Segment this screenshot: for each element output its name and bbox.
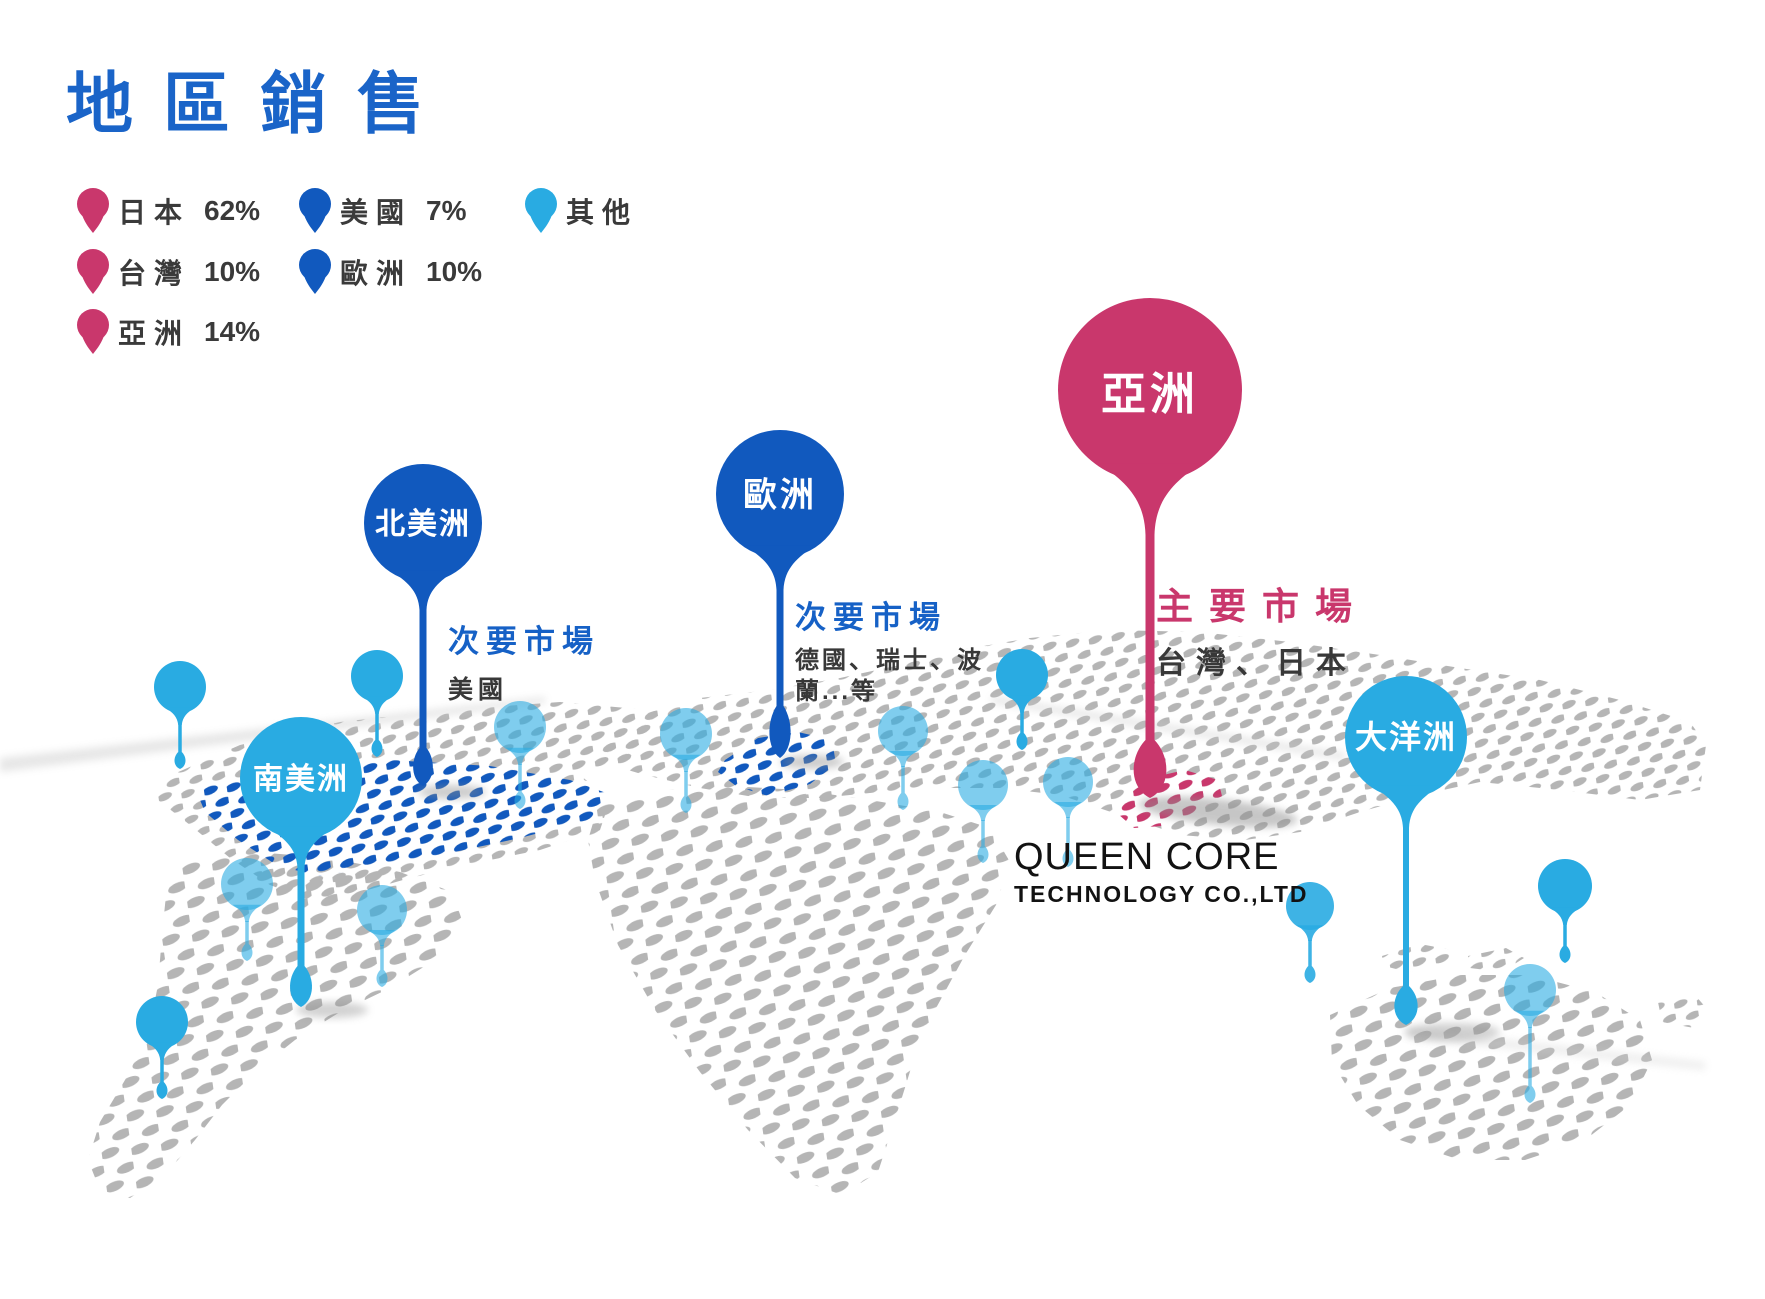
market-detail: 台灣、日本 [1156,647,1356,680]
balloon-marker [1345,676,1467,1025]
legend-item-europe: 歐洲 10% [298,247,482,297]
balloon-label-asia: 亞洲 [1100,368,1200,420]
market-title: 次要市場 [448,624,600,659]
legend-item-asia: 亞洲 14% [76,307,260,357]
company-name: QUEEN CORE TECHNOLOGY CO.,LTD [1014,836,1309,908]
balloon-marker [716,430,844,758]
balloon-label-oceania: 大洋洲 [1354,719,1458,755]
legend-label: 亞洲 [118,318,191,349]
balloon-marker [1504,964,1556,1103]
balloon-marker [351,650,403,757]
legend-label: 日本 [118,197,191,228]
legend-item-usa: 美國 7% [298,186,466,236]
balloon-marker [221,858,273,961]
balloon-marker [958,760,1008,863]
pin-icon [299,188,331,233]
balloon-marker [357,885,407,987]
legend-value: 7% [426,195,467,226]
pin-icon [525,188,557,233]
pin-icon [77,309,109,354]
balloon-marker [1286,882,1334,983]
market-detail: 德國、瑞士、波 蘭...等 [795,645,984,707]
balloon-marker [878,706,928,810]
legend-label: 歐洲 [340,258,413,289]
legend-value: 62% [204,195,261,226]
page-title: 地區銷售 [66,67,454,142]
market-detail-line2: 蘭...等 [795,678,879,705]
company-name-line2: TECHNOLOGY CO.,LTD [1014,881,1309,907]
legend-label: 美國 [340,197,413,228]
legend-value: 10% [204,256,261,287]
pin-icon [299,249,331,294]
balloon-marker [1058,298,1242,798]
balloon-marker [660,708,712,813]
legend-label: 其他 [566,197,639,228]
balloon-label-north-america: 北美洲 [375,508,471,541]
legend-value: 10% [426,256,483,287]
annotation-north-america: 次要市場 美國 [448,616,600,706]
balloon-marker [1538,859,1592,963]
market-title: 次要市場 [795,600,947,635]
market-detail: 美國 [448,676,509,704]
legend-item-japan: 日本 62% [76,186,260,236]
balloon-marker [136,996,188,1099]
legend-label: 台灣 [118,258,191,289]
pin-icon [77,249,109,294]
company-name-line1: QUEEN CORE [1014,836,1280,878]
pin-icon [77,188,109,233]
balloon-marker [154,661,206,769]
annotation-europe: 次要市場 德國、瑞士、波 蘭...等 [795,592,984,707]
balloon-marker [494,701,546,809]
market-title: 主要市場 [1156,586,1368,627]
legend-item-other: 其他 [524,186,652,236]
legend-item-taiwan: 台灣 10% [76,247,260,297]
balloon-label-south-america: 南美洲 [253,763,349,796]
balloon-label-europe: 歐洲 [743,476,817,515]
balloon-marker [996,649,1048,750]
legend-value: 14% [204,316,261,347]
annotation-asia: 主要市場 台灣、日本 [1156,576,1368,682]
market-detail-line1: 德國、瑞士、波 [795,647,984,674]
balloon-marker [364,464,482,786]
balloon-marker [1043,757,1093,867]
balloon-marker [240,717,362,1007]
